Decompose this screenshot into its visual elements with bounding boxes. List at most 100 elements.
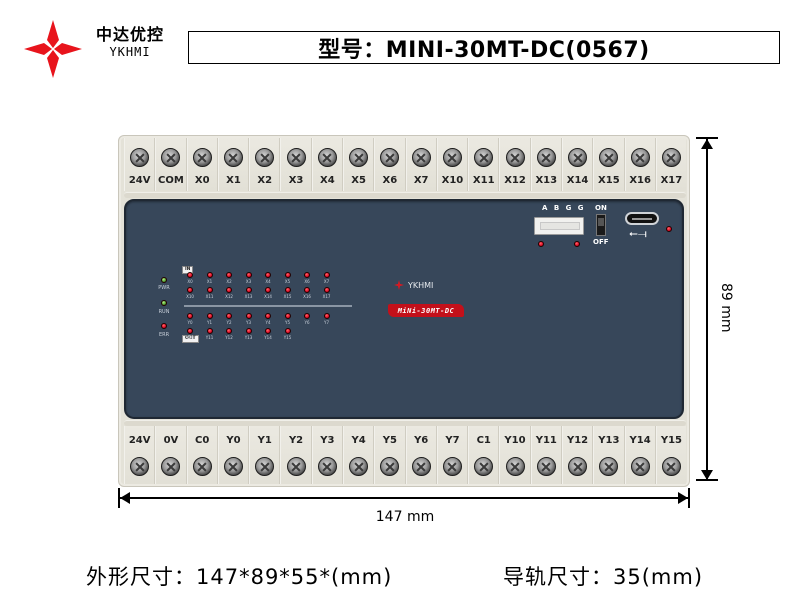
terminal-x2[interactable]: X2 xyxy=(249,138,281,191)
led-label: X6 xyxy=(304,279,310,284)
terminal-x7[interactable]: X7 xyxy=(405,138,437,191)
led-x14-icon xyxy=(265,287,271,293)
led-label: X4 xyxy=(265,279,271,284)
run-stop-switch[interactable] xyxy=(596,214,606,236)
usb-c-port[interactable] xyxy=(625,212,659,225)
screw-icon[interactable] xyxy=(661,148,681,167)
screw-icon[interactable] xyxy=(630,457,650,476)
terminal-x14[interactable]: X14 xyxy=(561,138,594,191)
screw-icon[interactable] xyxy=(161,148,181,167)
terminal-0v[interactable]: 0V xyxy=(155,426,187,484)
led-x6-icon xyxy=(304,272,310,278)
screw-icon[interactable] xyxy=(380,148,400,167)
err-label: ERR xyxy=(158,332,170,338)
terminal-x15[interactable]: X15 xyxy=(593,138,625,191)
led-label: Y6 xyxy=(304,320,310,325)
screw-icon[interactable] xyxy=(192,457,212,476)
terminal-y12[interactable]: Y12 xyxy=(561,426,594,484)
terminal-y10[interactable]: Y10 xyxy=(499,426,531,484)
screw-icon[interactable] xyxy=(317,457,337,476)
rs485-connector[interactable] xyxy=(534,217,584,235)
terminal-y5[interactable]: Y5 xyxy=(374,426,406,484)
screw-icon[interactable] xyxy=(442,148,462,167)
terminal-label: Y4 xyxy=(351,435,366,446)
terminal-label: X5 xyxy=(351,175,366,186)
terminal-y4[interactable]: Y4 xyxy=(342,426,375,484)
screw-icon[interactable] xyxy=(411,148,431,167)
screw-icon[interactable] xyxy=(599,148,619,167)
led-label: X16 xyxy=(303,294,311,299)
panel-logo-icon xyxy=(394,280,404,290)
terminal-x13[interactable]: X13 xyxy=(530,138,562,191)
terminal-label: X14 xyxy=(566,175,589,186)
led-label: X15 xyxy=(283,294,292,299)
screw-icon[interactable] xyxy=(255,457,275,476)
screw-icon[interactable] xyxy=(442,457,462,476)
screw-icon[interactable] xyxy=(536,148,556,167)
screw-icon[interactable] xyxy=(349,148,369,167)
terminal-x5[interactable]: X5 xyxy=(342,138,375,191)
screw-icon[interactable] xyxy=(661,457,681,476)
screw-icon[interactable] xyxy=(286,148,306,167)
terminal-x6[interactable]: X6 xyxy=(374,138,406,191)
terminal-y11[interactable]: Y11 xyxy=(530,426,562,484)
led-label: X3 xyxy=(245,279,252,284)
screw-icon[interactable] xyxy=(568,148,588,167)
screw-icon[interactable] xyxy=(223,148,243,167)
screw-icon[interactable] xyxy=(599,457,619,476)
terminal-label: X4 xyxy=(319,175,335,186)
screw-icon[interactable] xyxy=(568,457,588,476)
terminal-x3[interactable]: X3 xyxy=(280,138,312,191)
screw-icon[interactable] xyxy=(474,148,494,167)
led-label: Y1 xyxy=(207,320,212,325)
terminal-y0[interactable]: Y0 xyxy=(217,426,250,484)
terminal-label: X7 xyxy=(413,175,429,186)
terminal-24v[interactable]: 24V xyxy=(124,138,156,191)
terminal-x12[interactable]: X12 xyxy=(499,138,531,191)
terminal-y14[interactable]: Y14 xyxy=(624,426,656,484)
terminal-y7[interactable]: Y7 xyxy=(436,426,469,484)
terminal-x16[interactable]: X16 xyxy=(624,138,656,191)
terminal-y2[interactable]: Y2 xyxy=(280,426,312,484)
terminal-com[interactable]: COM xyxy=(155,138,187,191)
terminal-y13[interactable]: Y13 xyxy=(593,426,625,484)
screw-icon[interactable] xyxy=(474,457,494,476)
terminal-c1[interactable]: C1 xyxy=(468,426,500,484)
terminal-x10[interactable]: X10 xyxy=(436,138,469,191)
terminal-y3[interactable]: Y3 xyxy=(311,426,343,484)
terminal-y1[interactable]: Y1 xyxy=(249,426,281,484)
terminal-label: Y1 xyxy=(257,435,272,446)
terminal-label: Y11 xyxy=(535,435,557,446)
terminal-y6[interactable]: Y6 xyxy=(405,426,437,484)
led-y1-icon xyxy=(206,313,213,319)
screw-icon[interactable] xyxy=(349,457,369,476)
screw-icon[interactable] xyxy=(161,457,181,476)
screw-icon[interactable] xyxy=(255,148,275,167)
connector-pin-label: A B G G xyxy=(542,204,586,212)
screw-icon[interactable] xyxy=(192,148,212,167)
screw-icon[interactable] xyxy=(130,457,150,476)
terminal-label: X17 xyxy=(660,175,683,186)
terminal-x1[interactable]: X1 xyxy=(217,138,250,191)
screw-icon[interactable] xyxy=(380,457,400,476)
terminal-24v[interactable]: 24V xyxy=(124,426,156,484)
led-y11-icon xyxy=(206,328,213,334)
terminal-x11[interactable]: X11 xyxy=(468,138,500,191)
screw-icon[interactable] xyxy=(130,148,150,167)
screw-icon[interactable] xyxy=(536,457,556,476)
screw-icon[interactable] xyxy=(286,457,306,476)
screw-icon[interactable] xyxy=(411,457,431,476)
screw-icon[interactable] xyxy=(505,457,525,476)
led-y13-icon xyxy=(245,328,252,334)
terminal-c0[interactable]: C0 xyxy=(186,426,218,484)
screw-icon[interactable] xyxy=(630,148,650,167)
height-dimension-label: 89 mm xyxy=(718,283,734,333)
terminal-x0[interactable]: X0 xyxy=(186,138,218,191)
screw-icon[interactable] xyxy=(317,148,337,167)
screw-icon[interactable] xyxy=(505,148,525,167)
terminal-y15[interactable]: Y15 xyxy=(655,426,687,484)
screw-icon[interactable] xyxy=(223,457,243,476)
terminal-x17[interactable]: X17 xyxy=(655,138,687,191)
terminal-x4[interactable]: X4 xyxy=(311,138,343,191)
